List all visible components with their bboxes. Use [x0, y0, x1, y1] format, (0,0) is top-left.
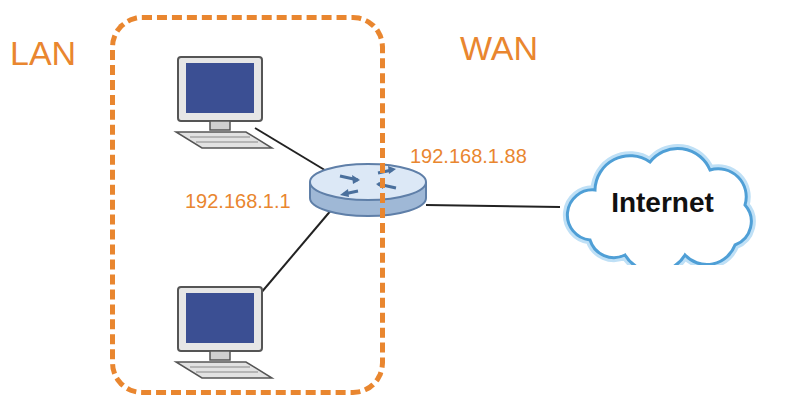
zone-heading: LAN	[10, 34, 76, 73]
computer-icon	[176, 57, 272, 148]
internet-cloud: Internet	[555, 140, 770, 265]
wan-wire	[426, 205, 560, 207]
computer-icon	[176, 287, 272, 378]
lan-wire	[255, 202, 338, 300]
ip-address: 192.168.1.88	[410, 145, 527, 168]
zone-heading: WAN	[460, 29, 538, 68]
router-icon	[310, 164, 426, 216]
ip-address: 192.168.1.1	[185, 190, 291, 213]
cloud-label: Internet	[611, 187, 714, 219]
wires	[255, 128, 560, 300]
